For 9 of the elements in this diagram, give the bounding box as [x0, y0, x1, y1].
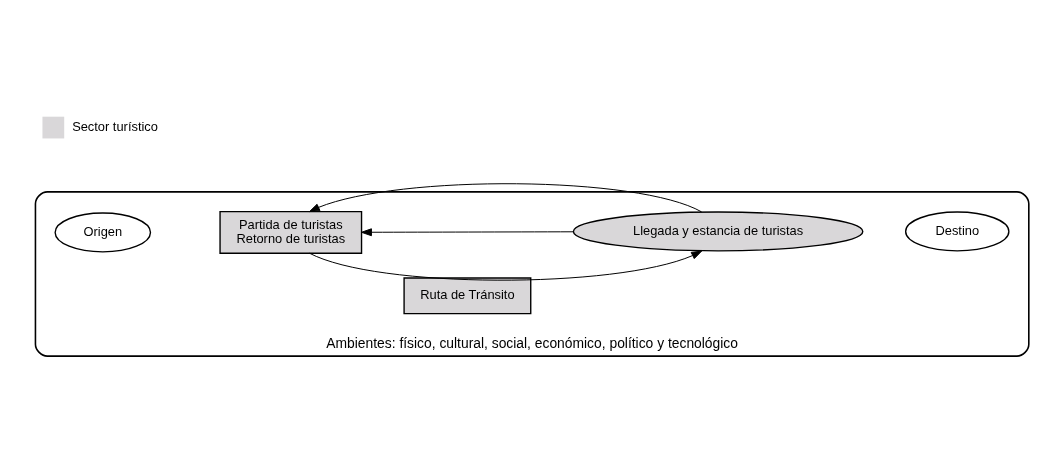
node-ellipse: Llegada y estancia de turistas — [572, 210, 864, 252]
legend-label: Sector turístico — [72, 118, 158, 134]
arrow — [309, 182, 703, 212]
arrow — [309, 250, 703, 281]
node-ellipse: Origen — [54, 211, 152, 253]
node-box: Ruta de Tránsito — [403, 276, 532, 314]
node-ellipse: Destino — [904, 210, 1010, 252]
node-box: Partida de turistas Retorno de turistas — [219, 210, 363, 254]
arrow — [361, 227, 574, 236]
